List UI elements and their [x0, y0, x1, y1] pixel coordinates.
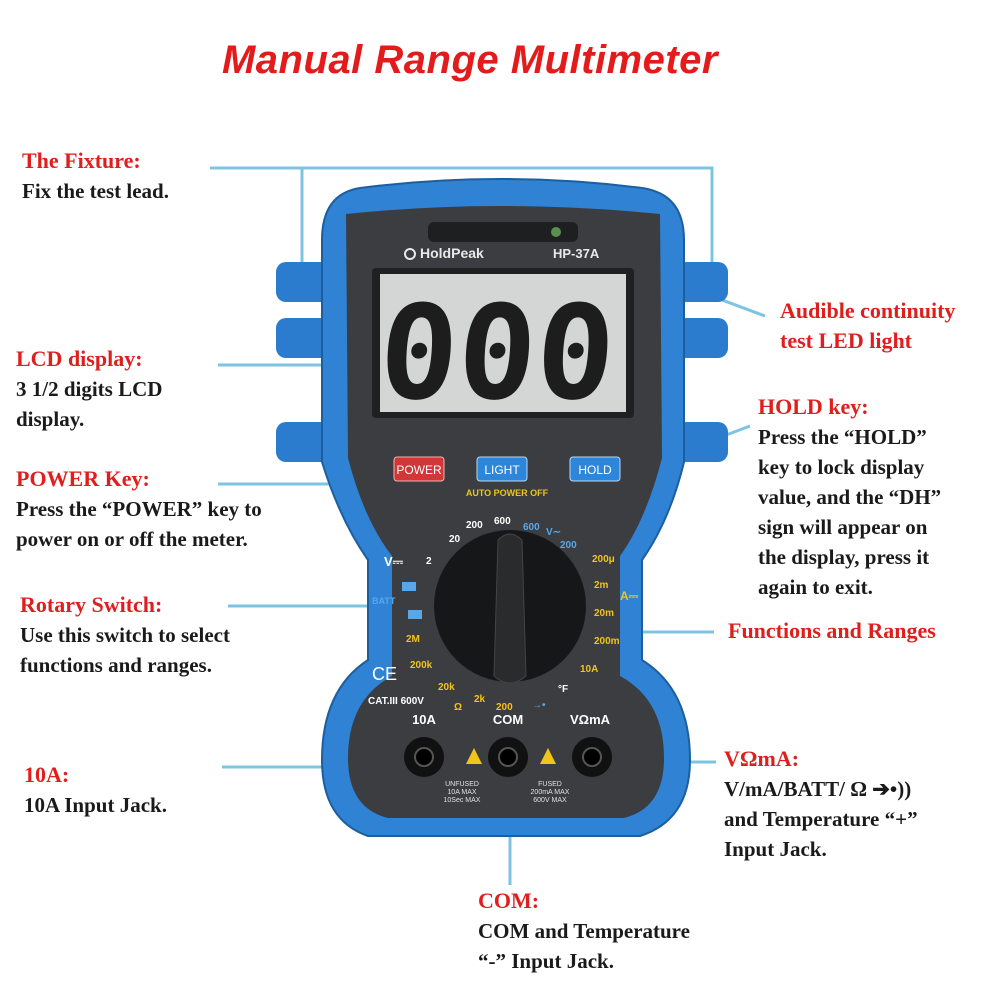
callout-com: COM: COM and Temperature “-” Input Jack.: [478, 886, 690, 976]
leader-fixture: [210, 166, 714, 272]
warning-right-1: FUSED: [538, 781, 562, 788]
dial-batt: BATT: [372, 596, 396, 606]
cat-rating: CAT.III 600V: [368, 696, 424, 707]
lcd-screen: [380, 274, 626, 412]
callout-functions-head: Functions and Ranges: [728, 618, 936, 643]
dial-a-200m: 200m: [594, 636, 620, 647]
jack-10a-label: 10A: [412, 712, 436, 727]
power-button: [393, 456, 445, 482]
light-button: [476, 456, 528, 482]
callout-hold-line: again to exit.: [758, 575, 873, 599]
brand-logo-icon: [404, 248, 416, 260]
model-label: HP-37A: [553, 246, 600, 261]
callout-com-head: COM:: [478, 888, 540, 913]
callout-hold-line: value, and the “DH”: [758, 485, 942, 509]
warning-right-3: 600V MAX: [533, 797, 567, 804]
power-button-label: POWER: [396, 463, 442, 477]
dial-vdc-600: 600: [494, 516, 511, 527]
callout-lcd-line: display.: [16, 407, 85, 431]
callout-com-line: COM and Temperature: [478, 919, 690, 943]
dial-ohm-200k: 200k: [410, 660, 433, 671]
led-strip: [428, 222, 578, 242]
callout-power-head: POWER Key:: [16, 466, 150, 491]
dial-ohm-2m: 2M: [406, 634, 420, 645]
dial-a-2m: 2m: [594, 580, 609, 591]
callout-lcd: LCD display: 3 1/2 digits LCD display.: [16, 344, 162, 434]
dial-vac-600: 600: [523, 522, 540, 533]
dial-ohm-symbol: Ω: [454, 702, 462, 713]
dial-ohm-200: 200: [496, 702, 513, 713]
jack-voma-label: VΩmA: [570, 712, 611, 727]
light-button-label: LIGHT: [484, 463, 520, 477]
callout-10a-head: 10A:: [24, 762, 70, 787]
callout-voma-line: and Temperature “+”: [724, 807, 918, 831]
dial-mark-blue-1: [402, 582, 416, 591]
dial-vdc-2: 2: [426, 556, 432, 567]
callout-voma-line: Input Jack.: [724, 837, 827, 861]
dial-v-ac: V∼: [546, 527, 561, 538]
callout-rotary: Rotary Switch: Use this switch to select…: [20, 590, 230, 680]
callout-com-line: “-” Input Jack.: [478, 949, 614, 973]
callout-lcd-head: LCD display:: [16, 346, 143, 371]
callout-audible: Audible continuity test LED light: [780, 296, 955, 356]
callout-fixture-line: Fix the test lead.: [22, 179, 169, 203]
callout-hold: HOLD key: Press the “HOLD” key to lock d…: [758, 392, 941, 602]
dial-a-20m: 20m: [594, 608, 614, 619]
callout-hold-line: sign will appear on: [758, 515, 928, 539]
callout-audible-line: test LED light: [780, 328, 912, 353]
callout-10a-line: 10A Input Jack.: [24, 793, 167, 817]
callout-power: POWER Key: Press the “POWER” key to powe…: [16, 464, 262, 554]
callout-power-line: Press the “POWER” key to: [16, 497, 262, 521]
callout-rotary-head: Rotary Switch:: [20, 592, 163, 617]
dial-vdc-200: 200: [466, 520, 483, 531]
callout-rotary-line: Use this switch to select: [20, 623, 230, 647]
ce-mark: CE: [372, 664, 397, 684]
callout-lcd-line: 3 1/2 digits LCD: [16, 377, 163, 401]
dial-vdc-20: 20: [449, 534, 461, 545]
warning-right-2: 200mA MAX: [531, 789, 570, 796]
callout-10a: 10A: 10A Input Jack.: [24, 760, 167, 820]
dial-ohm-2k: 2k: [474, 694, 486, 705]
continuity-led: [551, 227, 561, 237]
callout-audible-line: Audible continuity: [780, 298, 956, 323]
callout-hold-head: HOLD key:: [758, 394, 869, 419]
dial-temp: °F: [558, 684, 568, 695]
warning-left-3: 10Sec MAX: [444, 797, 481, 804]
auto-power-off-label: AUTO POWER OFF: [466, 488, 549, 498]
page-title: Manual Range Multimeter: [221, 38, 718, 82]
dial-vac-200: 200: [560, 540, 577, 551]
callout-voma: VΩmA: V/mA/BATT/ Ω ➔•)) and Temperature …: [724, 744, 918, 864]
jack-com-label: COM: [493, 712, 523, 727]
callout-hold-line: Press the “HOLD”: [758, 425, 927, 449]
warning-icon: [540, 748, 556, 764]
callout-functions: Functions and Ranges: [728, 616, 936, 646]
dial-ohm-20k: 20k: [438, 682, 455, 693]
dial-mark-blue-2: [408, 610, 422, 619]
dial-a-dc: A⎓: [620, 589, 639, 603]
input-jacks: [404, 737, 612, 777]
callout-voma-head: VΩmA:: [724, 746, 800, 771]
warning-icon: [466, 748, 482, 764]
brand-label: HoldPeak: [420, 245, 484, 261]
hold-button-label: HOLD: [578, 463, 612, 477]
callout-fixture: The Fixture: Fix the test lead.: [22, 146, 169, 206]
dial-v-dc: V⎓: [384, 554, 404, 569]
callout-hold-line: key to lock display: [758, 455, 925, 479]
warning-left-1: UNFUSED: [445, 781, 479, 788]
callout-voma-line: V/mA/BATT/ Ω ➔•)): [724, 777, 912, 801]
callout-rotary-line: functions and ranges.: [20, 653, 212, 677]
callout-hold-line: the display, press it: [758, 545, 930, 569]
dial-a-10a: 10A: [580, 664, 598, 675]
dial-diode: →•: [532, 700, 546, 711]
hold-button: [569, 456, 621, 482]
callout-fixture-head: The Fixture:: [22, 148, 141, 173]
lcd-reading: 000: [375, 277, 620, 429]
warning-left-2: 10A MAX: [447, 789, 477, 796]
dial-a-200u: 200μ: [592, 554, 615, 565]
callout-power-line: power on or off the meter.: [16, 527, 248, 551]
rotary-knob: [493, 533, 527, 684]
